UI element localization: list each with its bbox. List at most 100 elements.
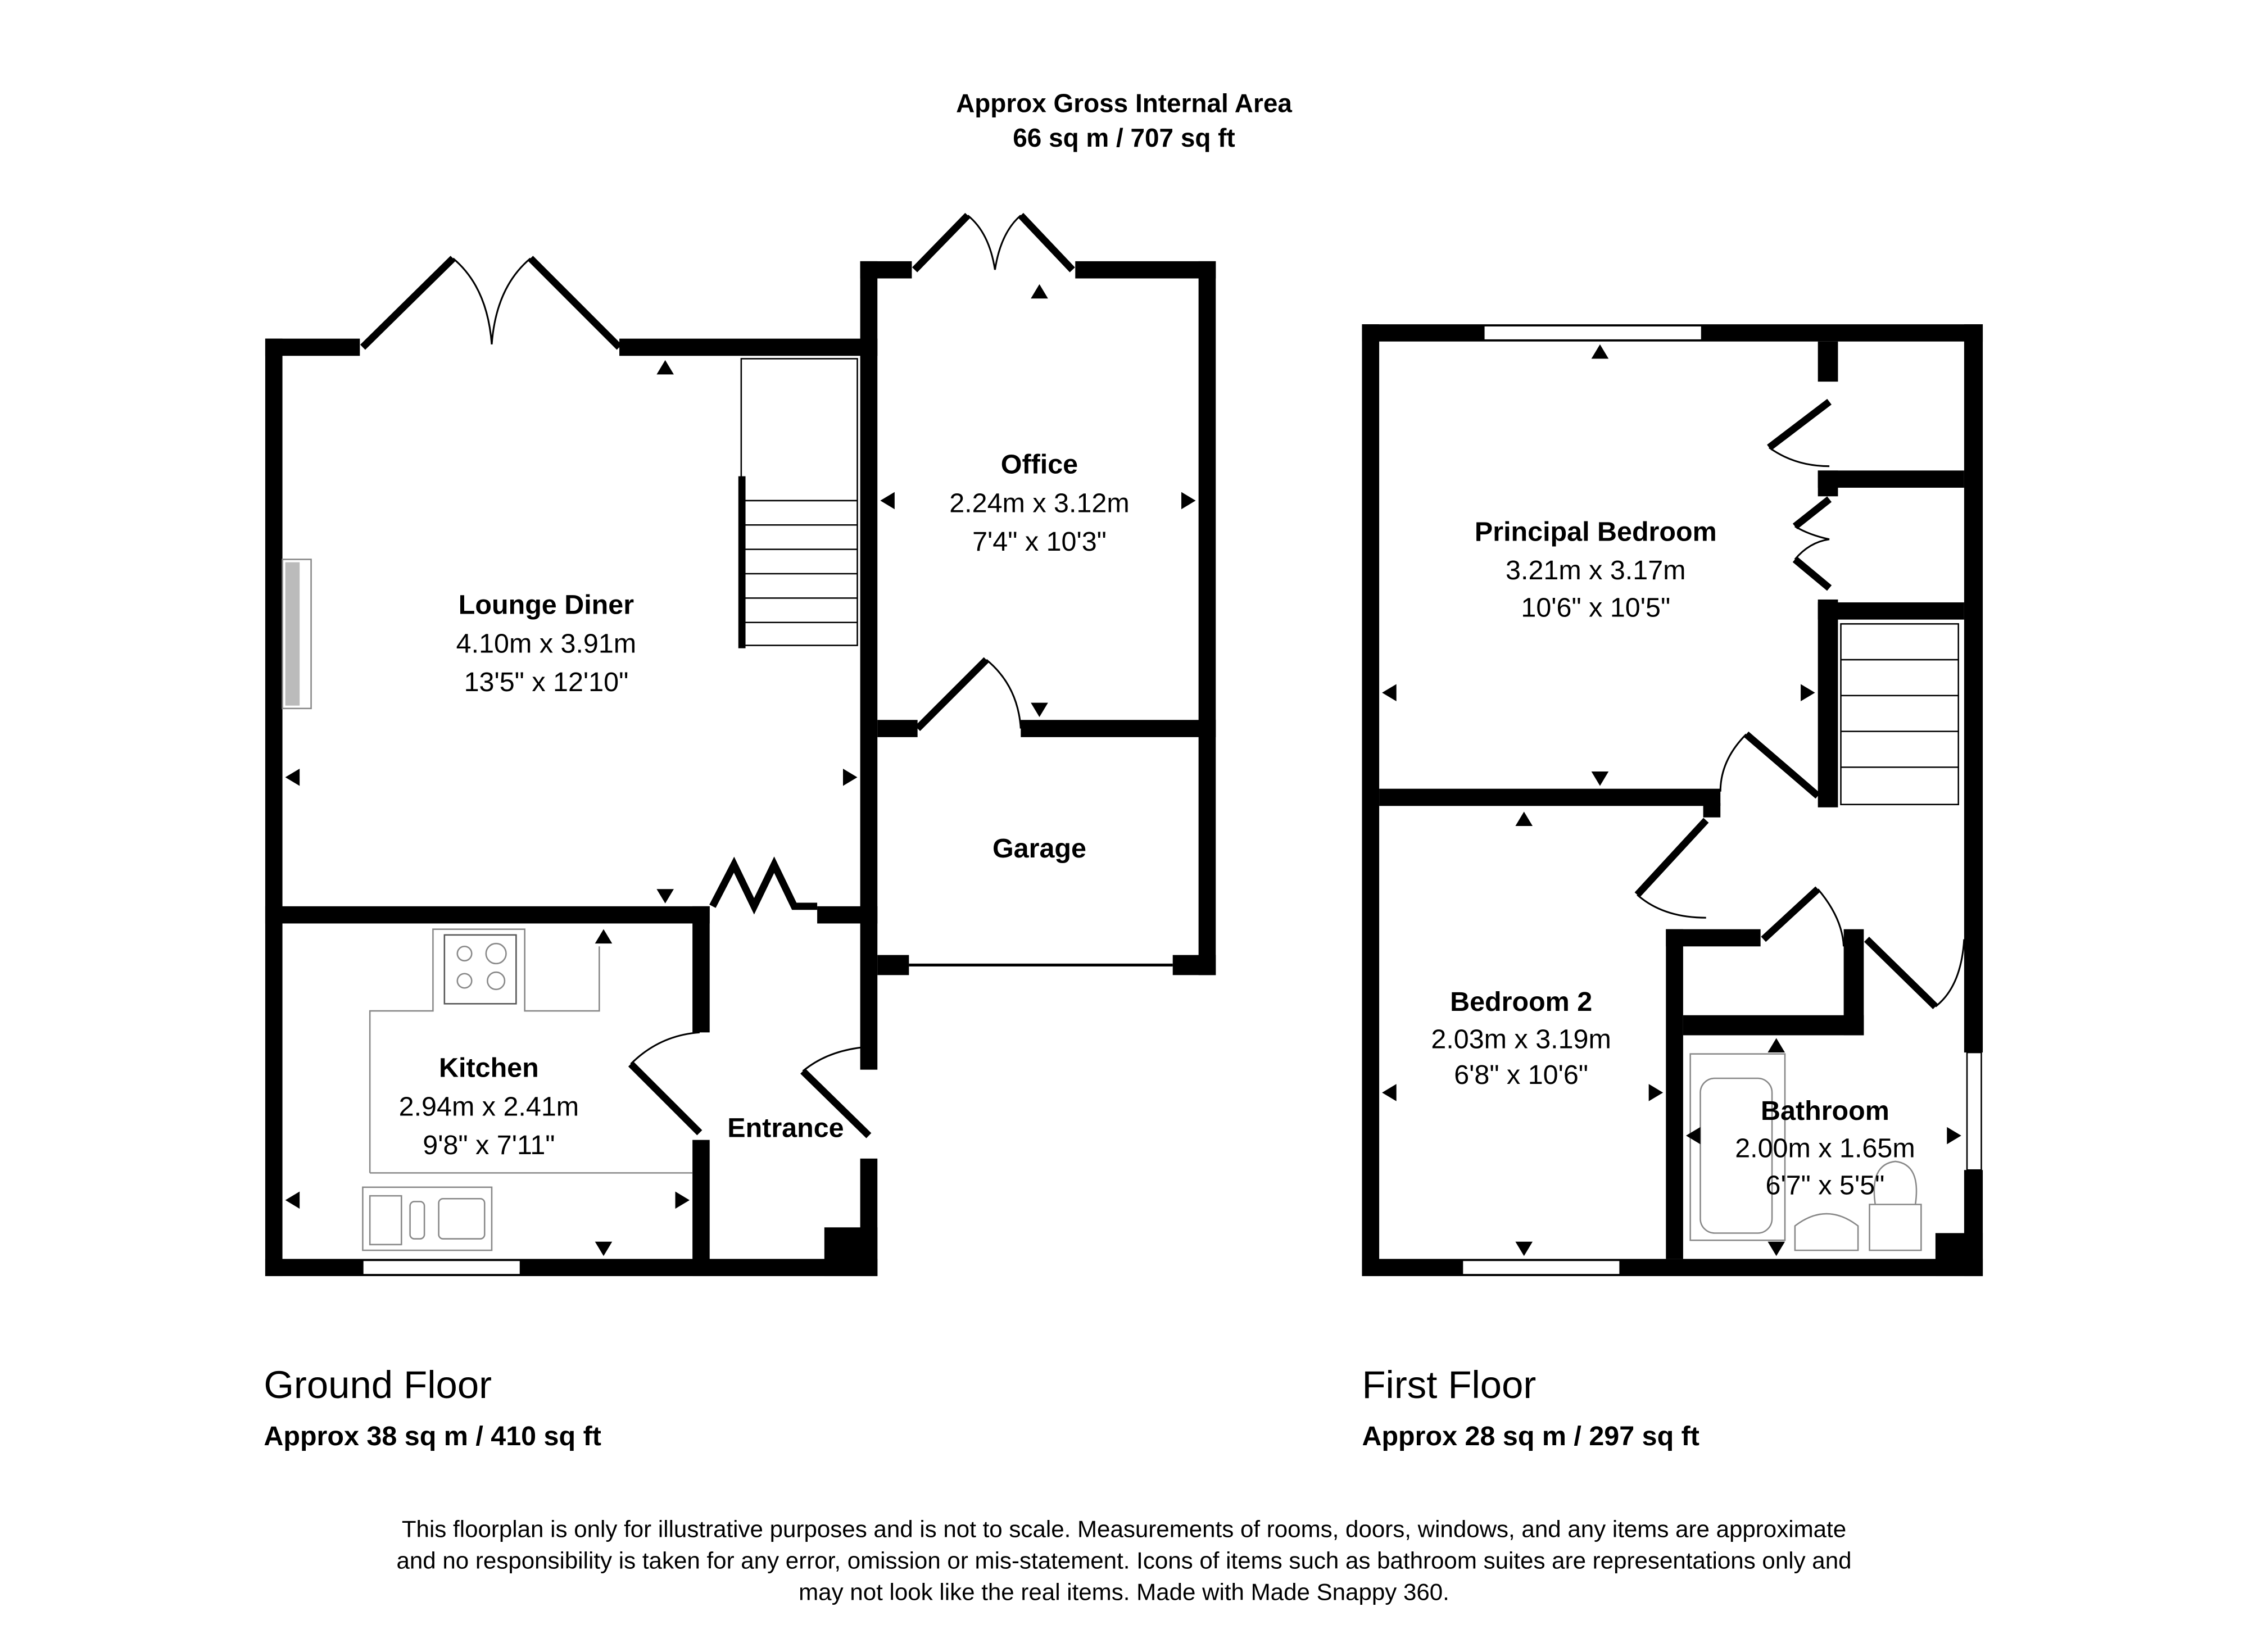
wall (1666, 929, 1761, 947)
room-metric: 2.24m x 3.12m (949, 488, 1129, 518)
room-bathroom: Bathroom 2.00m x 1.65m 6'7" x 5'5" (1735, 1096, 1915, 1201)
room-imperial: 6'7" x 5'5" (1766, 1170, 1885, 1201)
dimension-arrows (285, 284, 1196, 1256)
door-swing (1817, 888, 1845, 947)
wall (1703, 803, 1721, 818)
french-door (360, 256, 622, 350)
wall (1818, 470, 1964, 488)
wall (1075, 261, 1216, 279)
wall (265, 338, 360, 356)
wall (1362, 324, 1380, 1277)
room-metric: 2.03m x 3.19m (1431, 1024, 1611, 1054)
basin-icon (1794, 1213, 1859, 1251)
wall (860, 261, 878, 1070)
dimension-arrows (1382, 344, 1961, 1256)
wall (1818, 341, 1838, 382)
wall (877, 720, 918, 737)
wall (860, 261, 912, 279)
first-floor-plan: Principal Bedroom 3.21m x 3.17m 10'6" x … (1362, 324, 1983, 1277)
wall (619, 338, 878, 356)
sink-icon (362, 1186, 493, 1251)
room-metric: 4.10m x 3.91m (456, 628, 636, 659)
wall (1172, 955, 1216, 975)
door-swing (967, 215, 1022, 270)
disclaimer-line: and no responsibility is taken for any e… (396, 1547, 1851, 1573)
stair-treads (742, 500, 858, 624)
wall (1818, 599, 1838, 807)
door (915, 657, 989, 732)
door-swing (630, 1031, 700, 1065)
stairs-edge (738, 476, 746, 648)
window (362, 1259, 522, 1276)
room-metric: 2.00m x 1.65m (1735, 1133, 1915, 1163)
room-imperial: 6'8" x 10'6" (1454, 1060, 1588, 1090)
disclaimer-line: may not look like the real items. Made w… (799, 1579, 1449, 1605)
door (1743, 731, 1820, 799)
wall (1198, 261, 1216, 975)
first-floor-area: Approx 28 sq m / 297 sq ft (1362, 1421, 1699, 1451)
wall (1021, 720, 1216, 737)
ground-floor-area: Approx 38 sq m / 410 sq ft (264, 1421, 601, 1451)
room-imperial: 13'5" x 12'10" (464, 667, 629, 697)
room-name: Bedroom 2 (1450, 987, 1592, 1017)
room-name: Principal Bedroom (1475, 516, 1717, 547)
bathroom-door (1864, 936, 1938, 1009)
door-swing (1769, 447, 1830, 560)
ground-floor-label: Ground Floor (264, 1363, 492, 1406)
room-name: Lounge Diner (459, 589, 634, 620)
door (628, 1061, 703, 1136)
french-door (912, 212, 1075, 273)
door-swing (452, 257, 531, 344)
room-name: Kitchen (439, 1052, 539, 1083)
room-principal-bedroom: Principal Bedroom 3.21m x 3.17m 10'6" x … (1475, 516, 1717, 623)
door (1761, 886, 1821, 942)
wall (877, 955, 909, 975)
door-swing (1934, 939, 1965, 1007)
room-bedroom-2: Bedroom 2 2.03m x 3.19m 6'8" x 10'6" (1431, 987, 1611, 1090)
door-swing (986, 659, 1022, 729)
wall (1818, 602, 1964, 620)
room-imperial: 7'4" x 10'3" (972, 527, 1107, 557)
wall (1964, 324, 1983, 1053)
room-name: Office (1001, 449, 1078, 479)
stairs (1840, 623, 1959, 806)
door-swing (802, 1046, 869, 1072)
front-door (800, 1068, 872, 1138)
window (1966, 1051, 1982, 1171)
room-metric: 2.94m x 2.41m (399, 1091, 579, 1122)
wall (692, 1140, 710, 1277)
area-total: 66 sq m / 707 sq ft (1013, 123, 1235, 152)
wall (824, 1227, 878, 1277)
bifold-door (709, 856, 818, 915)
fireplace-hearth (285, 562, 300, 706)
wall (1362, 1259, 1983, 1277)
window (1483, 325, 1703, 341)
room-imperial: 9'8" x 7'11" (423, 1130, 555, 1160)
wall (692, 906, 710, 1033)
toilet-icon (1869, 1160, 1922, 1251)
wall (1935, 1233, 1983, 1277)
stair-treads (1841, 659, 1959, 768)
wall (1666, 929, 1683, 1259)
wall (1818, 470, 1838, 497)
room-lounge-diner: Lounge Diner 4.10m x 3.91m 13'5" x 12'10… (456, 589, 636, 697)
kitchen-worktop (369, 928, 693, 1174)
wall (265, 338, 283, 1277)
room-name: Bathroom (1761, 1096, 1889, 1126)
wall (1379, 788, 1721, 806)
window (1461, 1259, 1621, 1276)
area-title: Approx Gross Internal Area (956, 89, 1292, 118)
stairs (740, 358, 858, 646)
first-floor-label: First Floor (1362, 1363, 1536, 1406)
room-kitchen: Kitchen 2.94m x 2.41m 9'8" x 7'11" (399, 1052, 579, 1160)
wall (265, 1259, 878, 1277)
wall (1843, 929, 1864, 1036)
cupboard-door (1767, 398, 1832, 591)
hob-icon (443, 934, 517, 1005)
ground-floor-plan: Lounge Diner 4.10m x 3.91m 13'5" x 12'10… (265, 212, 1216, 1277)
room-entrance: Entrance (727, 1113, 844, 1143)
wall (817, 906, 878, 924)
room-metric: 3.21m x 3.17m (1506, 555, 1685, 586)
room-imperial: 10'6" x 10'5" (1521, 593, 1670, 623)
